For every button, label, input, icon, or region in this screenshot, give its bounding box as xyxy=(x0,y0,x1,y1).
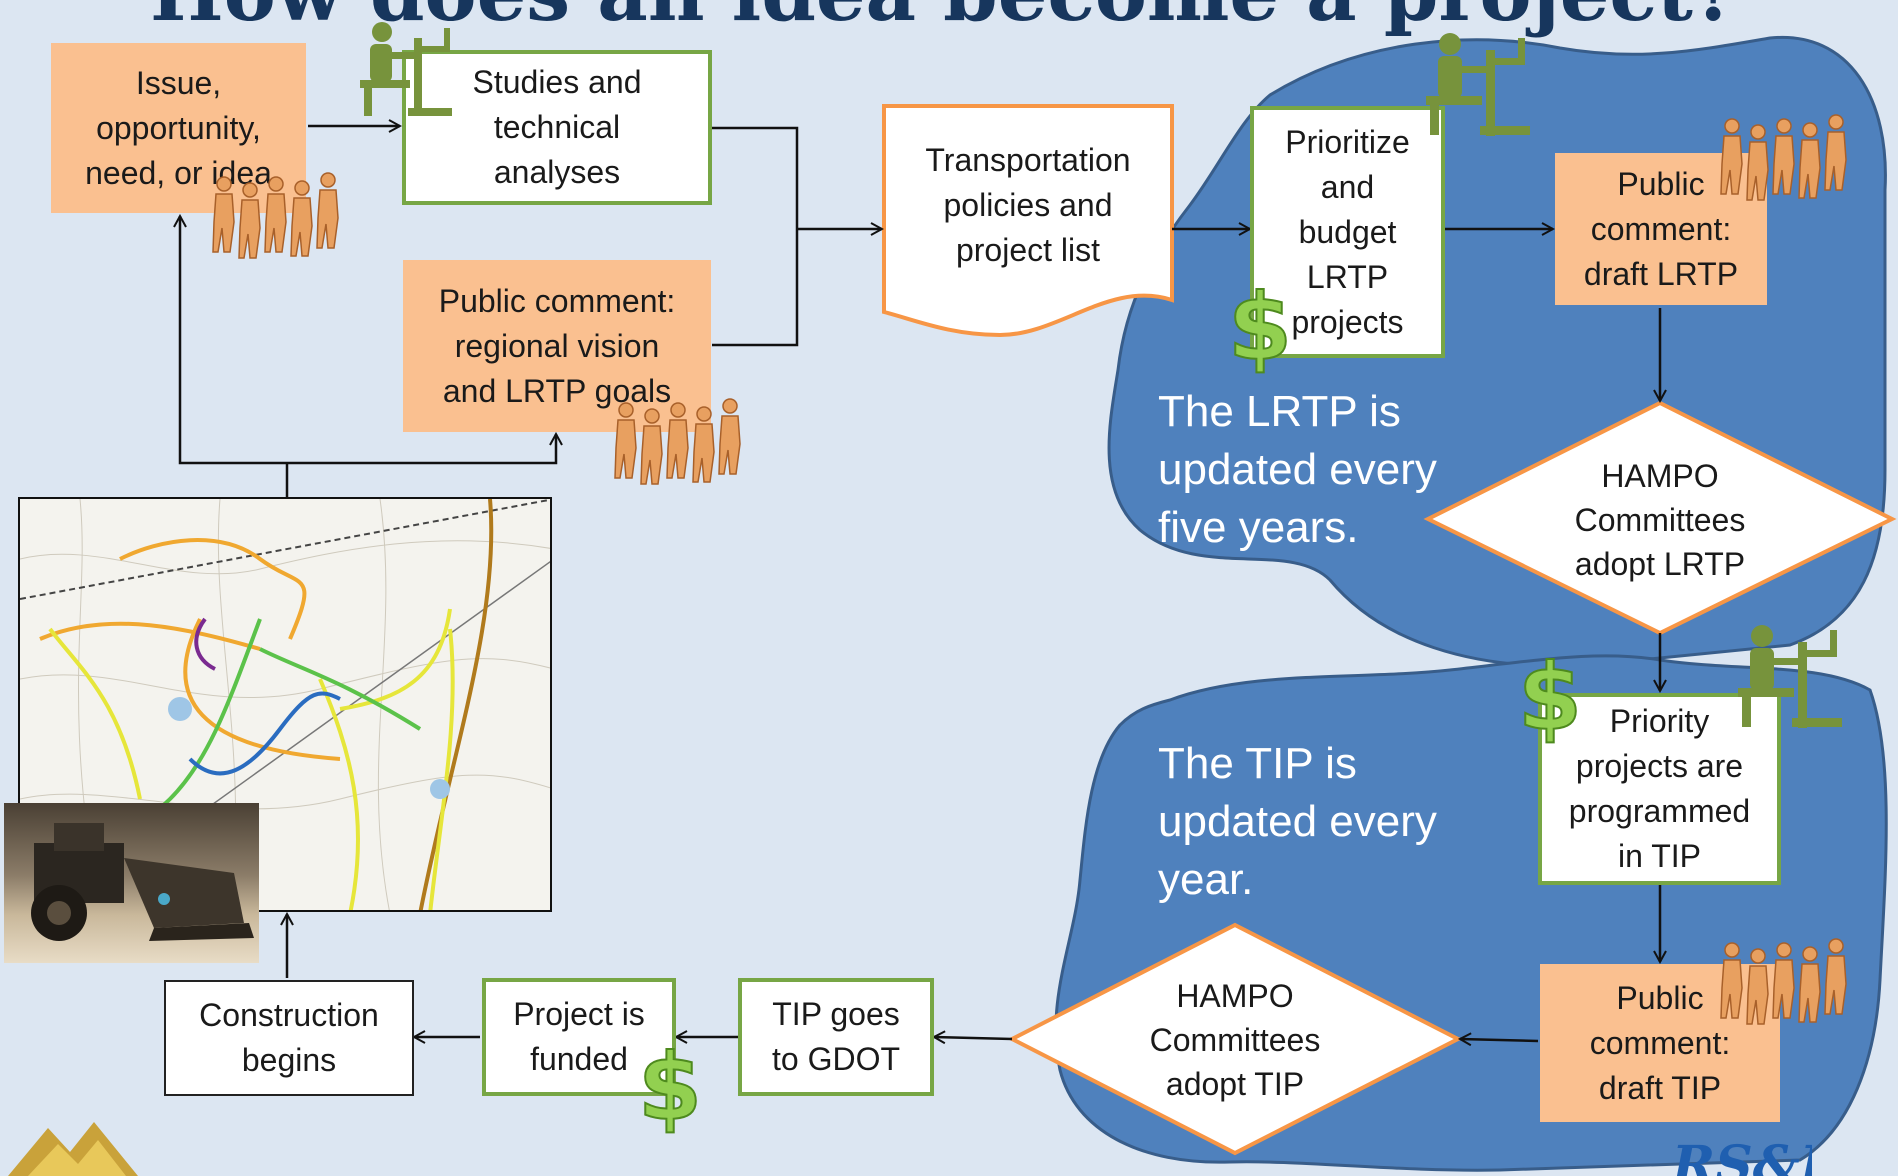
adopt-tip-diamond-shape xyxy=(1007,922,1463,1156)
dollar-sign-icon: $ xyxy=(1227,274,1293,381)
dollar-sign-icon: $ xyxy=(1517,644,1583,751)
public-comment-lrtp-box: Public comment: draft LRTP xyxy=(1555,153,1767,305)
adopt-tip-label: HAMPO Committees adopt TIP xyxy=(1149,978,1321,1102)
people-chain-icon xyxy=(212,172,339,259)
public-comment-lrtp-label: Public comment: draft LRTP xyxy=(1583,165,1739,292)
studies-label: Studies and technical analyses xyxy=(472,64,642,190)
funded-box: Project is funded xyxy=(482,978,676,1096)
worker-at-desk-icon xyxy=(1738,625,1842,728)
public-comment-vision-label: Public comment: regional vision and LRTP… xyxy=(438,282,676,409)
studies-box: Studies and technical analyses xyxy=(402,50,712,205)
people-chain-icon xyxy=(1720,114,1847,201)
tip-gdot-box: TIP goes to GDOT xyxy=(738,978,934,1096)
worker-at-desk-icon xyxy=(360,22,452,116)
issue-label: Issue, opportunity, need, or idea xyxy=(85,64,272,191)
priority-projects-box: Priority projects are programmed in TIP xyxy=(1538,693,1781,885)
prioritize-box: Prioritize and budget LRTP projects xyxy=(1250,106,1445,358)
funded-label: Project is funded xyxy=(513,996,645,1077)
prioritize-label: Prioritize and budget LRTP projects xyxy=(1285,123,1410,340)
public-comment-vision-box: Public comment: regional vision and LRTP… xyxy=(403,260,711,432)
adopt-lrtp-label: HAMPO Committees adopt LRTP xyxy=(1574,458,1746,582)
issue-box: Issue, opportunity, need, or idea xyxy=(51,43,306,213)
public-comment-tip-label: Public comment: draft TIP xyxy=(1589,979,1731,1106)
lrtp-update-note: The LRTP is updated every five years. xyxy=(1158,387,1437,552)
dollar-sign-icon: $ xyxy=(637,1034,703,1141)
priority-projects-label: Priority projects are programmed in TIP xyxy=(1568,703,1751,874)
construction-loader-image xyxy=(4,803,259,963)
construction-box: Construction begins xyxy=(164,980,414,1096)
road-map-image xyxy=(18,497,552,912)
people-chain-icon xyxy=(1720,938,1847,1025)
policies-box: Transportation policies and project list xyxy=(884,130,1172,280)
policies-document-shape xyxy=(882,104,1174,338)
worker-at-desk-icon xyxy=(1426,33,1530,136)
page-title: How does an idea become a project? xyxy=(150,0,1739,39)
tip-update-note: The TIP is updated every year. xyxy=(1158,739,1437,904)
policies-label: Transportation policies and project list xyxy=(925,141,1131,268)
people-chain-icon xyxy=(614,398,741,485)
construction-label: Construction begins xyxy=(199,997,379,1078)
tip-gdot-label: TIP goes to GDOT xyxy=(771,996,900,1077)
hampo-logo xyxy=(8,1122,138,1176)
rsh-logo: RS&H xyxy=(1672,1140,1812,1176)
